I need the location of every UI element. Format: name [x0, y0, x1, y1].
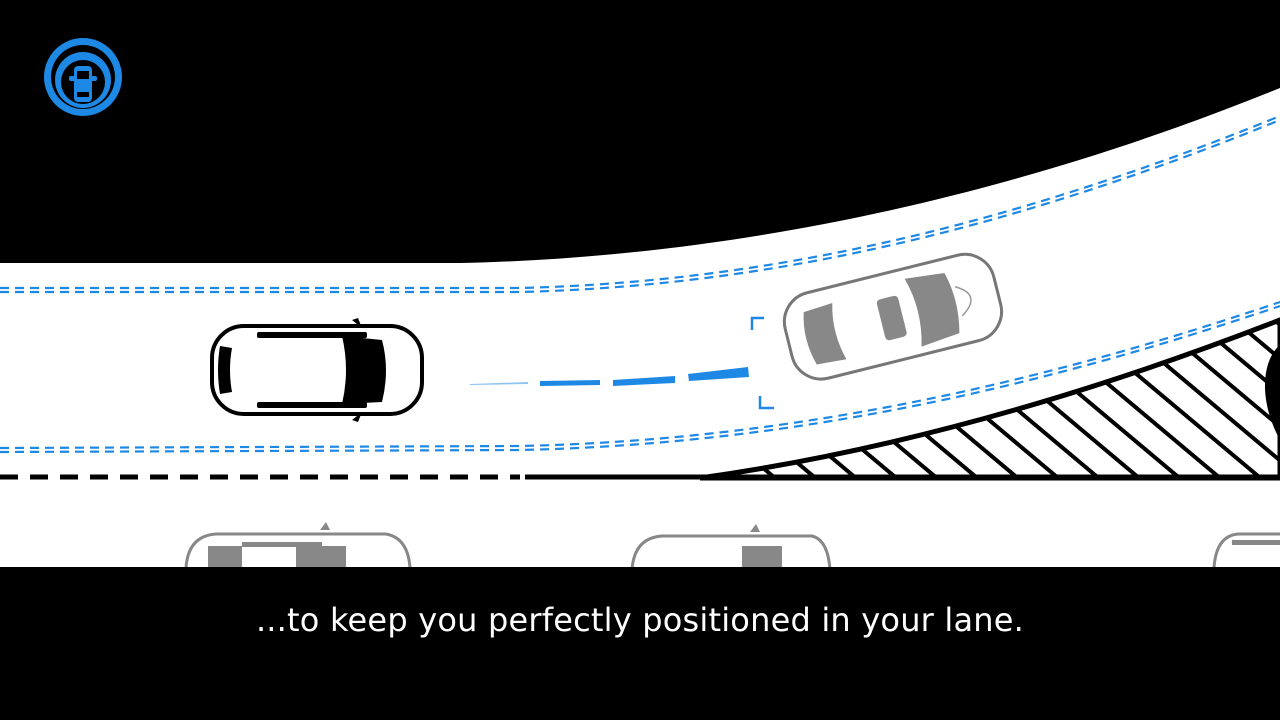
steering-path: [470, 367, 749, 386]
adjacent-car-2: [630, 524, 832, 571]
adjacent-car-1: [184, 522, 412, 569]
subtitle-bar: [0, 567, 1280, 720]
detection-brackets: [750, 316, 774, 410]
subtitle-text: ...to keep you perfectly positioned in y…: [255, 601, 1025, 639]
lower-lane-line: [0, 300, 1280, 454]
lane-keeping-assist-icon: [44, 38, 122, 116]
adjacent-car-3: [1212, 532, 1280, 569]
hatched-shoulder: [699, 317, 1280, 481]
ego-car: [210, 318, 424, 422]
upper-lane-line: [0, 114, 1280, 294]
target-car: [782, 252, 1004, 381]
